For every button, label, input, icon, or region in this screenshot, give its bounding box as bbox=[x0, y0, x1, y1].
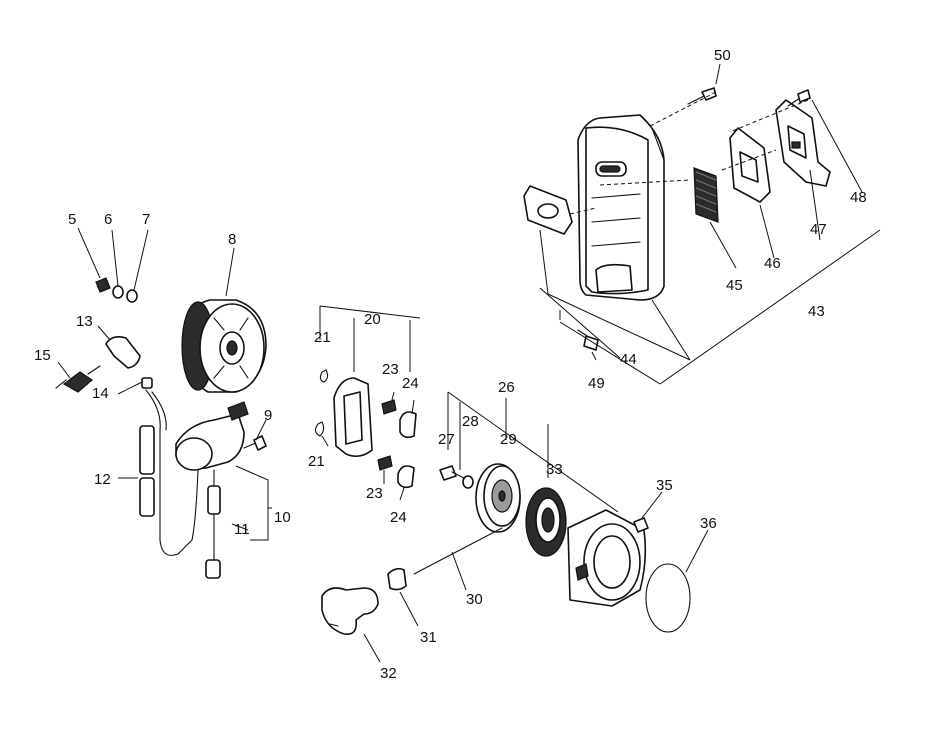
label-7: 7 bbox=[142, 211, 150, 228]
washer-7 bbox=[126, 229, 149, 303]
label-47: 47 bbox=[810, 221, 827, 238]
label-44: 44 bbox=[620, 351, 637, 368]
label-10: 10 bbox=[274, 509, 291, 526]
label-29: 29 bbox=[500, 431, 517, 448]
muffler-assembly bbox=[523, 63, 881, 385]
label-8: 8 bbox=[228, 231, 236, 248]
plug-cap bbox=[97, 325, 141, 369]
screw-9 bbox=[243, 419, 267, 451]
label-23b: 23 bbox=[366, 485, 383, 502]
label-30: 30 bbox=[466, 591, 483, 608]
label-21b: 21 bbox=[308, 453, 325, 470]
label-5: 5 bbox=[68, 211, 76, 228]
label-49: 49 bbox=[588, 375, 605, 392]
spark-arrester-screen bbox=[693, 167, 719, 223]
label-15: 15 bbox=[34, 347, 51, 364]
label-33: 33 bbox=[546, 461, 563, 478]
label-45: 45 bbox=[726, 277, 743, 294]
label-9: 9 bbox=[264, 407, 272, 424]
label-11: 11 bbox=[234, 521, 250, 538]
label-12: 12 bbox=[94, 471, 111, 488]
label-24b: 24 bbox=[390, 509, 407, 526]
tube-12 bbox=[118, 425, 155, 517]
cover-gasket bbox=[729, 127, 771, 203]
starter-assembly bbox=[321, 391, 709, 663]
ignition-wire bbox=[145, 389, 199, 556]
label-6: 6 bbox=[104, 211, 112, 228]
bolt-48 bbox=[787, 89, 811, 107]
nut-5 bbox=[77, 227, 111, 293]
label-46: 46 bbox=[764, 255, 781, 272]
label-35: 35 bbox=[656, 477, 673, 494]
label-26: 26 bbox=[498, 379, 515, 396]
label-14: 14 bbox=[92, 385, 109, 402]
pawl-set bbox=[314, 305, 421, 501]
muffler-gasket bbox=[523, 185, 573, 235]
label-23a: 23 bbox=[382, 361, 399, 378]
label-32: 32 bbox=[380, 665, 397, 682]
cable-grommet-14 bbox=[117, 377, 153, 395]
spark-plug bbox=[55, 361, 101, 393]
bolt-49 bbox=[577, 329, 599, 351]
label-21a: 21 bbox=[314, 329, 331, 346]
flywheel bbox=[181, 247, 267, 393]
label-27: 27 bbox=[438, 431, 455, 448]
label-20: 20 bbox=[364, 311, 381, 328]
label-36: 36 bbox=[700, 515, 717, 532]
ignition-coil bbox=[175, 401, 272, 579]
part-number-labels: 5 6 7 8 9 10 11 12 13 14 15 20 21 21 23 … bbox=[34, 47, 867, 682]
label-48: 48 bbox=[850, 189, 867, 206]
label-50: 50 bbox=[714, 47, 731, 64]
muffler-body bbox=[577, 114, 665, 301]
label-31: 31 bbox=[420, 629, 437, 646]
label-24a: 24 bbox=[402, 375, 419, 392]
label-43: 43 bbox=[808, 303, 825, 320]
washer-6 bbox=[111, 229, 124, 299]
label-28: 28 bbox=[462, 413, 479, 430]
bolt-50 bbox=[687, 87, 717, 105]
label-13: 13 bbox=[76, 313, 93, 330]
muffler-cover bbox=[775, 99, 831, 187]
